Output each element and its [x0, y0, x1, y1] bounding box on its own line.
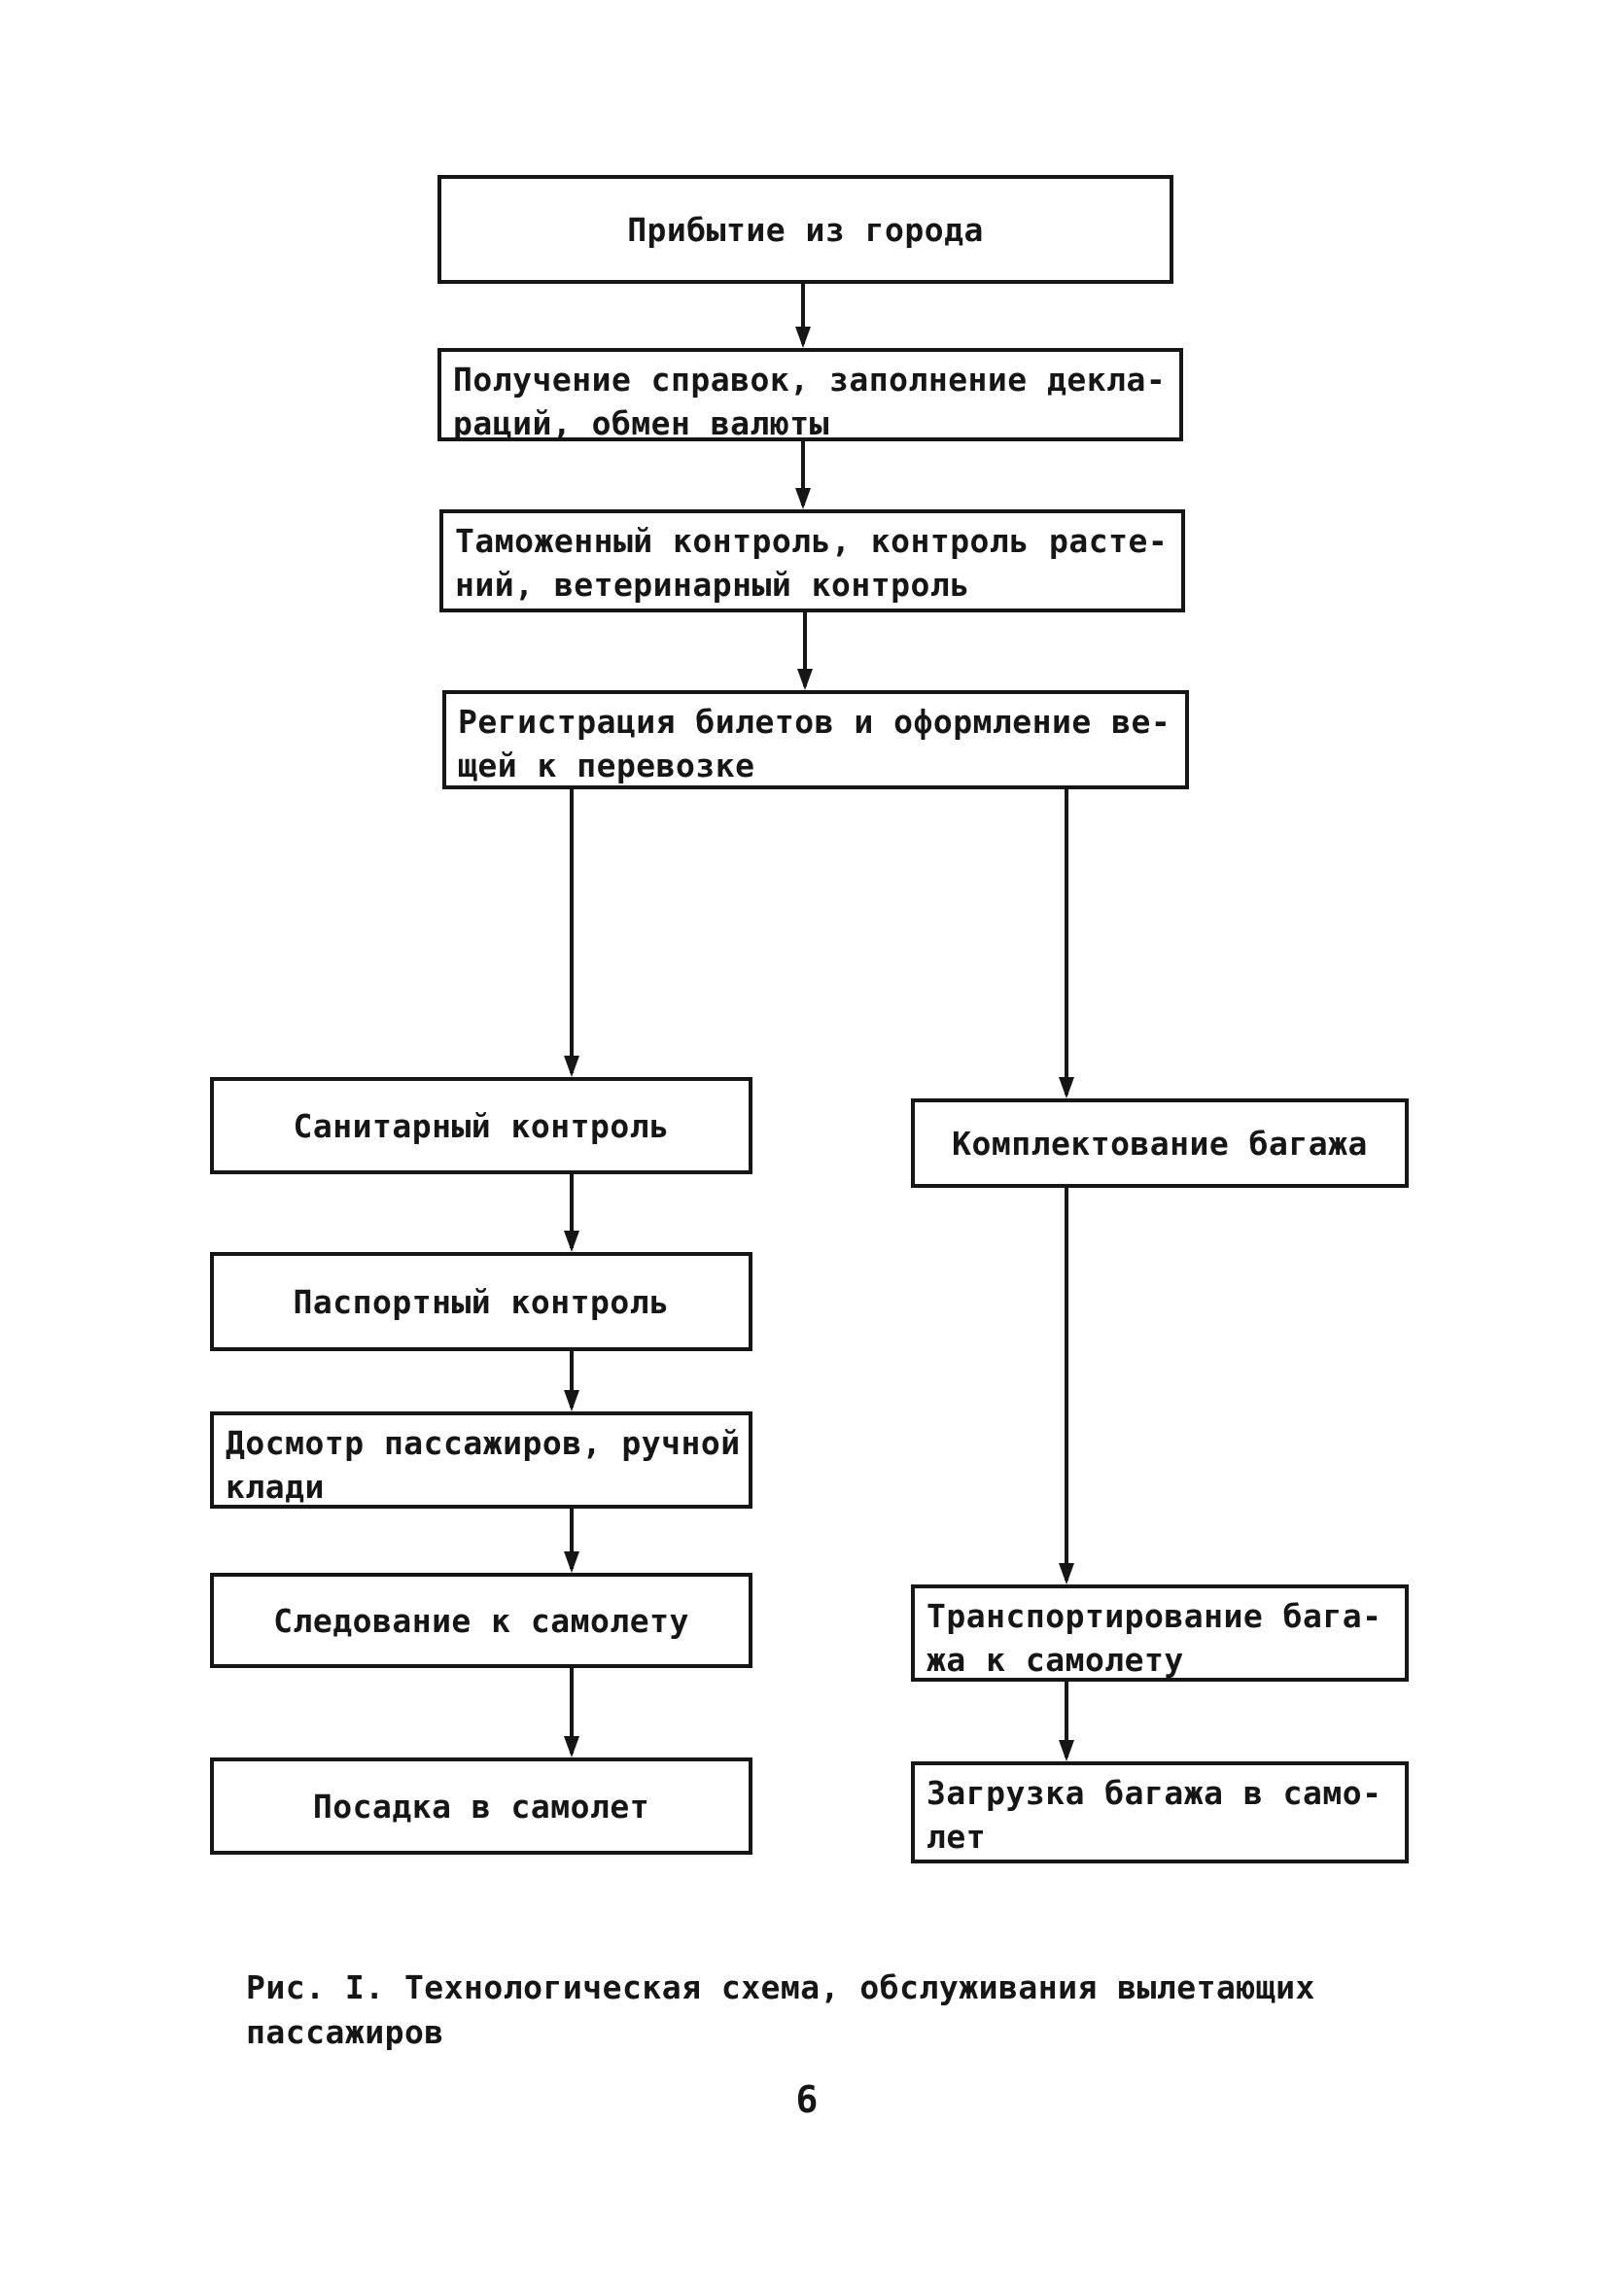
flow-node-sanitary: Санитарный контроль — [210, 1077, 752, 1174]
arrowhead-aircraft-to-boarding — [564, 1736, 579, 1757]
connector-arrival-to-info — [801, 284, 805, 344]
flow-node-arrival: Прибытие из города — [437, 175, 1173, 284]
flow-node-registration-label: Регистрация билетов и оформление ве- щей… — [458, 703, 1171, 784]
flow-node-to-aircraft-label: Следование к самолету — [273, 1601, 689, 1640]
connector-assembly-to-transport — [1065, 1188, 1068, 1581]
flow-node-baggage-transport-label: Транспортирование бага- жа к самолету — [926, 1597, 1382, 1679]
arrowhead-arrival-to-info — [795, 327, 811, 348]
flow-node-passport-label: Паспортный контроль — [293, 1282, 670, 1321]
connector-sanitary-to-passport — [570, 1174, 574, 1248]
flow-node-info-declarations: Получение справок, заполнение декла- рац… — [437, 348, 1183, 442]
flow-node-inspection: Досмотр пассажиров, ручной клади — [210, 1411, 752, 1509]
flow-node-boarding: Посадка в самолет — [210, 1757, 752, 1855]
arrowhead-customs-to-registration — [797, 669, 813, 690]
arrowhead-registration-to-sanitary — [564, 1056, 579, 1077]
connector-customs-to-registration — [803, 612, 807, 686]
arrowhead-passport-to-inspection — [564, 1390, 579, 1411]
connector-aircraft-to-boarding — [570, 1668, 574, 1754]
connector-info-to-customs — [801, 441, 805, 505]
flow-node-baggage-assembly: Комплектование багажа — [911, 1098, 1409, 1188]
flow-node-customs: Таможенный контроль, контроль расте- ний… — [439, 509, 1185, 612]
connector-registration-to-baggage-assembly — [1065, 789, 1068, 1095]
flow-node-arrival-label: Прибытие из города — [627, 210, 984, 249]
flow-node-baggage-transport: Транспортирование бага- жа к самолету — [911, 1584, 1409, 1682]
arrowhead-info-to-customs — [795, 488, 811, 509]
arrowhead-registration-to-baggage-assembly — [1059, 1077, 1074, 1098]
flow-node-baggage-assembly-label: Комплектование багажа — [952, 1124, 1368, 1163]
connector-registration-to-sanitary — [570, 789, 574, 1073]
flow-node-passport: Паспортный контроль — [210, 1252, 752, 1351]
arrowhead-transport-to-loading — [1059, 1740, 1074, 1761]
flow-node-customs-label: Таможенный контроль, контроль расте- ний… — [455, 522, 1169, 604]
flow-node-baggage-loading-label: Загрузка багажа в само- лет — [926, 1774, 1382, 1856]
flow-node-inspection-label: Досмотр пассажиров, ручной клади — [226, 1424, 741, 1506]
connector-inspection-to-aircraft — [570, 1509, 574, 1569]
flow-node-baggage-loading: Загрузка багажа в само- лет — [911, 1761, 1409, 1863]
connector-passport-to-inspection — [570, 1351, 574, 1408]
connector-transport-to-loading — [1065, 1682, 1068, 1757]
flow-node-registration: Регистрация билетов и оформление ве- щей… — [442, 690, 1189, 789]
arrowhead-sanitary-to-passport — [564, 1231, 579, 1252]
flow-node-to-aircraft: Следование к самолету — [210, 1573, 752, 1668]
flow-node-boarding-label: Посадка в самолет — [312, 1787, 650, 1826]
arrowhead-assembly-to-transport — [1059, 1563, 1074, 1584]
flow-node-sanitary-label: Санитарный контроль — [293, 1106, 670, 1145]
flow-node-info-declarations-label: Получение справок, заполнение декла- рац… — [453, 361, 1167, 442]
figure-caption: Рис. I. Технологическая схема, обслужива… — [246, 1968, 1315, 2051]
arrowhead-inspection-to-aircraft — [564, 1551, 579, 1573]
page-number: 6 — [795, 2078, 819, 2121]
